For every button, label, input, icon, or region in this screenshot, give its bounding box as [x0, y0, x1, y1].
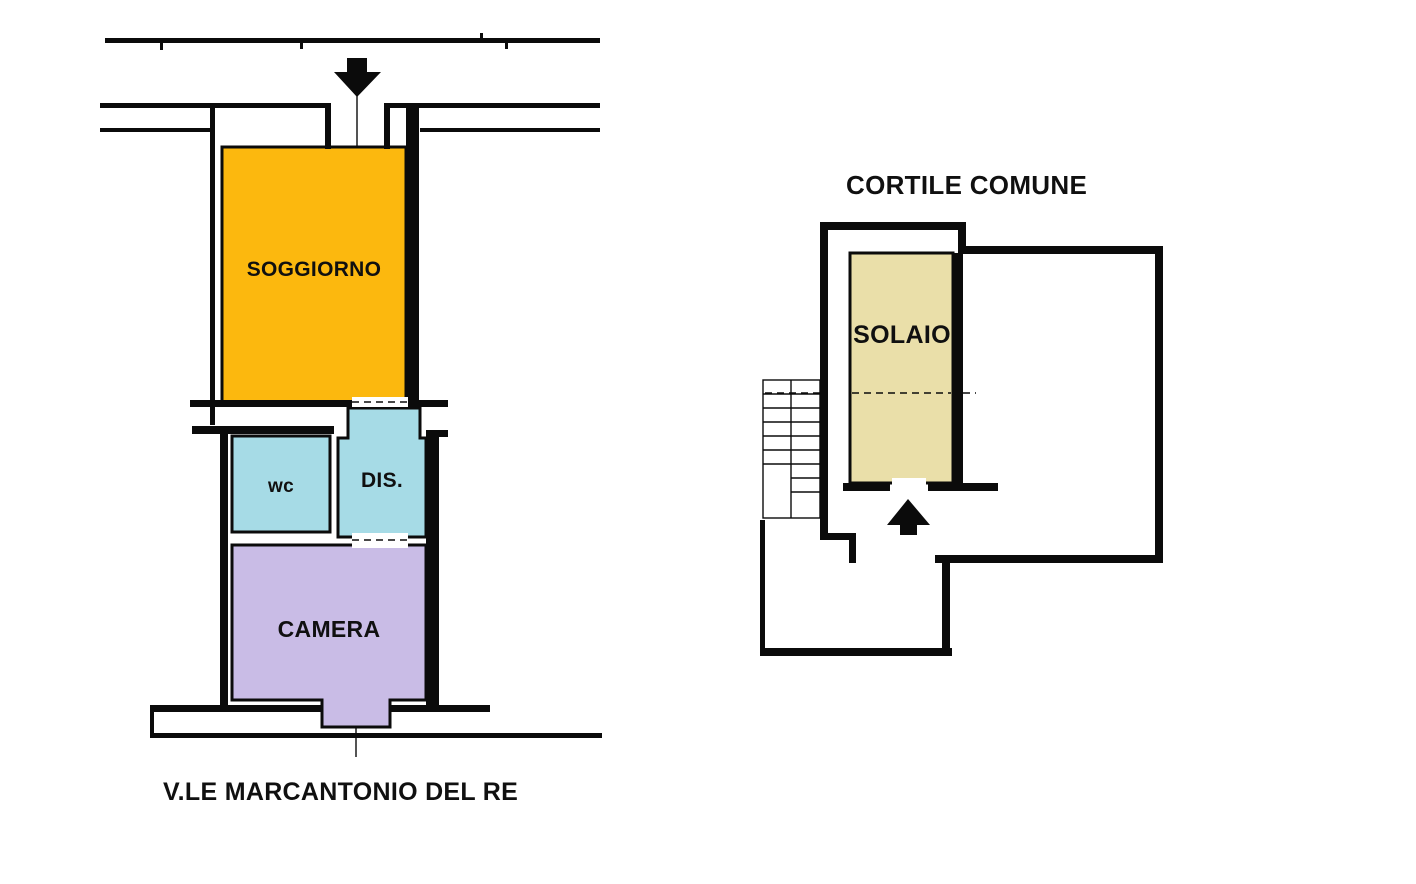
street-label: V.LE MARCANTONIO DEL RE [163, 778, 519, 806]
courtyard-plan [760, 222, 1163, 656]
room-soggiorno [220, 145, 408, 406]
entrance-arrow-down-icon [334, 58, 381, 97]
room-label-wc: wc [268, 476, 294, 497]
entrance-arrow-up-icon [887, 499, 930, 535]
room-label-soggiorno: SOGGIORNO [246, 258, 382, 281]
apartment-walls [100, 33, 602, 738]
courtyard-walls [760, 222, 1163, 656]
room-wc [230, 434, 332, 534]
apartment-plan [100, 33, 602, 757]
room-label-solaio: SOLAIO [853, 321, 951, 349]
room-label-dis: DIS. [360, 469, 404, 492]
stairs [762, 379, 821, 519]
courtyard-title: CORTILE COMUNE [846, 170, 1088, 200]
door-opening-solaio [892, 478, 926, 492]
room-label-camera: CAMERA [277, 616, 381, 642]
room-solaio [848, 251, 955, 485]
